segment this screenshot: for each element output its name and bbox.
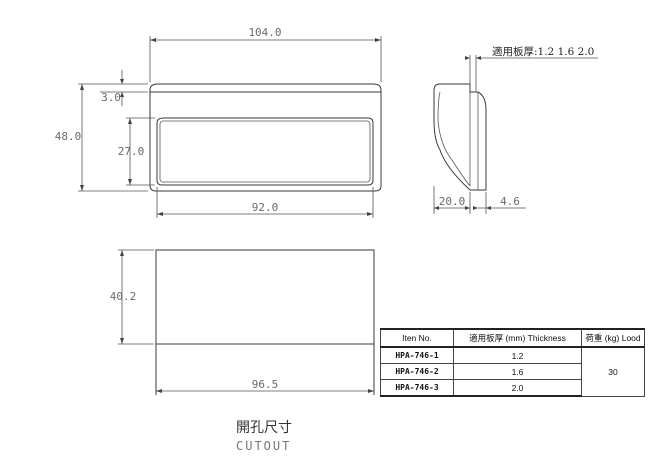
recess-height-dim-label: 27.0 — [118, 145, 145, 158]
thickness-cell: 2.0 — [453, 379, 582, 397]
cutout-title-cn: 開孔尺寸 — [236, 420, 292, 436]
header-thickness: 適用板厚 (mm) Thickness — [453, 328, 582, 348]
table-row: HPA-746-1 1.2 30 — [380, 346, 645, 397]
header-item-no: Iten No. — [380, 328, 454, 348]
thickness-note: 適用板厚:1.2 1.6 2.0 — [492, 45, 594, 58]
load-cell: 30 — [581, 346, 645, 397]
table-row: HPA-746-3 2.0 — [380, 379, 645, 397]
header-load: 荷重 (kg) Lood — [581, 328, 645, 348]
item-no-cell: HPA-746-1 — [380, 346, 454, 364]
cutout-view: 40.2 96.5 開孔尺寸 CUTOUT — [110, 249, 375, 453]
height-dim-label: 48.0 — [55, 130, 82, 143]
depth-dim-label: 20.0 — [439, 195, 466, 208]
cutout-title-en: CUTOUT — [236, 439, 291, 453]
thickness-cell: 1.6 — [453, 363, 582, 380]
thickness-cell: 1.2 — [453, 346, 582, 364]
item-no-cell: HPA-746-2 — [380, 363, 454, 380]
cutout-height-dim-label: 40.2 — [110, 290, 137, 303]
spec-table: Iten No. 適用板厚 (mm) Thickness 荷重 (kg) Loo… — [380, 328, 645, 397]
cutout-width-dim-label: 96.5 — [252, 378, 279, 391]
lip-dim-label: 3.0 — [101, 91, 121, 104]
front-view: 104.0 48.0 3.0 27.0 92.0 — [55, 26, 382, 218]
item-no-cell: HPA-746-3 — [380, 379, 454, 397]
width-dim-label: 104.0 — [248, 26, 281, 39]
table-row: HPA-746-2 1.6 — [380, 363, 645, 380]
recess-width-dim-label: 92.0 — [252, 201, 279, 214]
side-view: 適用板厚:1.2 1.6 2.0 20.0 4.6 — [433, 45, 598, 214]
table-header-row: Iten No. 適用板厚 (mm) Thickness 荷重 (kg) Loo… — [380, 328, 645, 348]
lip-depth-dim-label: 4.6 — [500, 195, 520, 208]
